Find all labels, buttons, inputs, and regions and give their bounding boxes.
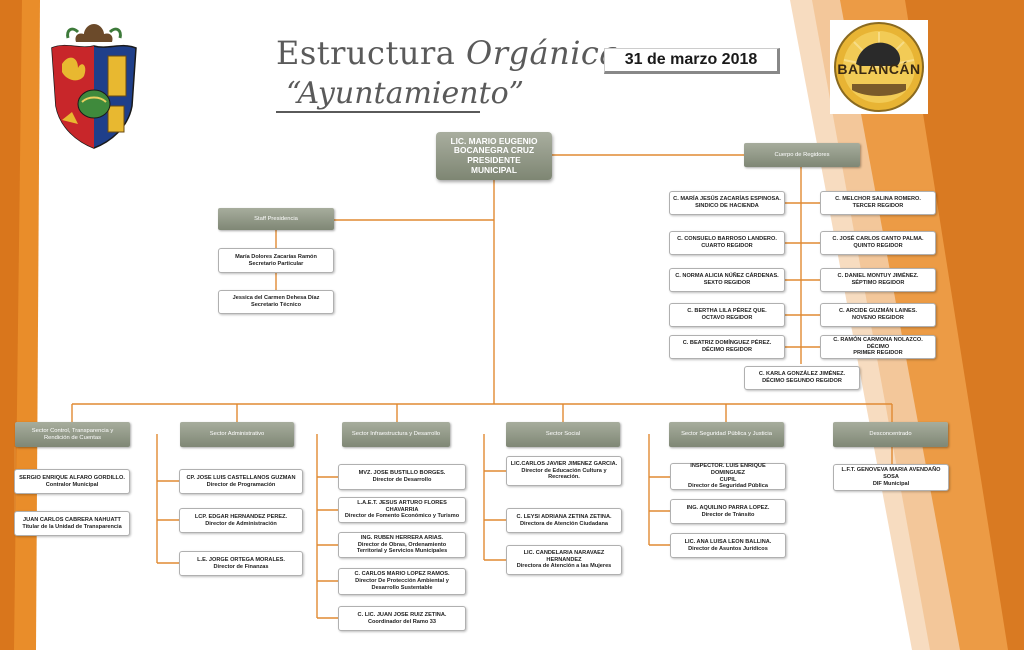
sector-header: Sector Control, Transparencia y Rendició…: [15, 422, 130, 447]
title-part-2: Orgánica:: [465, 34, 631, 72]
logo-text: BALANCÁN: [837, 61, 921, 77]
title-underline: [276, 111, 480, 113]
regidor-node: C. BEATRIZ DOMÍNGUEZ PÉREZ. DÉCIMO REGID…: [669, 335, 785, 359]
sector-node: C. CARLOS MARIO LOPEZ RAMOS. Director De…: [338, 568, 466, 595]
staff-header: Staff Presidencia: [218, 208, 334, 230]
regidor-node: C. MARÍA JESÚS ZACARÍAS ESPINOSA. SINDIC…: [669, 191, 785, 215]
right-dark-band: [905, 0, 1024, 650]
sector-node: INSPECTOR. LUIS ENRIQUE DOMINGUEZ CUPIL …: [670, 463, 786, 490]
regidor-node: C. BERTHA LILA PÉREZ QUE. OCTAVO REGIDOR: [669, 303, 785, 327]
sector-node: LIC.CARLOS JAVIER JIMENEZ GARCIA. Direct…: [506, 456, 622, 486]
sector-node: JUAN CARLOS CABRERA NAHUATT Titular de l…: [14, 511, 130, 536]
sector-node: LIC. ANA LUISA LEON BALLINA. Director de…: [670, 533, 786, 558]
regidor-node: C. RAMÓN CARMONA NOLAZCO. DÉCIMO PRIMER …: [820, 335, 936, 359]
sector-node: ING. AQUILINO PARRA LOPEZ. Director de T…: [670, 499, 786, 524]
sector-header: Sector Social: [506, 422, 620, 447]
regidor-node: C. JOSÉ CARLOS CANTO PALMA. QUINTO REGID…: [820, 231, 936, 255]
president-node: LIC. MARIO EUGENIO BOCANEGRA CRUZ PRESID…: [436, 132, 552, 180]
left-dark-band: [0, 0, 22, 650]
sector-node: L.A.E.T. JESUS ARTURO FLORES CHAVARRIA D…: [338, 497, 466, 523]
staff-node: Jessica del Carmen Dehesa Díaz Secretari…: [218, 290, 334, 314]
sector-header: Desconcentrado: [833, 422, 948, 447]
coat-of-arms-icon: [51, 24, 137, 149]
regidor-node: C. CONSUELO BARROSO LANDERO. CUARTO REGI…: [669, 231, 785, 255]
sector-node: MVZ. JOSE BUSTILLO BORGES. Director de D…: [338, 464, 466, 490]
sector-header: Sector Infraestructura y Desarrollo: [342, 422, 450, 447]
sector-node: ING. RUBEN HERRERA ARIAS. Director de Ob…: [338, 532, 466, 558]
regidores-header: Cuerpo de Regidores: [744, 143, 860, 167]
date-label: 31 de marzo 2018: [604, 48, 780, 74]
regidor-node: C. MELCHOR SALINA ROMERO. TERCER REGIDOR: [820, 191, 936, 215]
regidor-node: C. ARCIDE GUZMÁN LAINES. NOVENO REGIDOR: [820, 303, 936, 327]
sector-node: C. LIC. JUAN JOSE RUIZ ZETINA. Coordinad…: [338, 606, 466, 631]
regidor-node: C. DANIEL MONTUY JIMÉNEZ. SÉPTIMO REGIDO…: [820, 268, 936, 292]
sector-header: Sector Seguridad Pública y Justicia: [669, 422, 784, 447]
sector-node: L.F.T. GENOVEVA MARIA AVENDAÑO SOSA DIF …: [833, 464, 949, 491]
sector-node: SERGIO ENRIQUE ALFARO GORDILLO. Contralo…: [14, 469, 130, 494]
page-title: Estructura Orgánica:: [276, 34, 630, 72]
sector-node: C. LEYSI ADRIANA ZETINA ZETINA. Director…: [506, 508, 622, 533]
title-part-1: Estructura: [276, 34, 466, 72]
sector-node: L.E. JORGE ORTEGA MORALES. Director de F…: [179, 551, 303, 576]
staff-node: María Dolores Zacarías Ramón Secretario …: [218, 248, 334, 273]
balancan-logo-icon: [830, 20, 928, 114]
page-subtitle: “Ayuntamiento”: [286, 76, 525, 111]
sector-node: CP. JOSE LUIS CASTELLANOS GUZMAN Directo…: [179, 469, 303, 494]
sector-node: LIC. CANDELARIA NARAVAEZ HERNANDEZ Direc…: [506, 545, 622, 575]
sector-node: LCP. EDGAR HERNANDEZ PEREZ. Director de …: [179, 508, 303, 533]
regidor-node: C. NORMA ALICIA NÚÑEZ CÁRDENAS. SEXTO RE…: [669, 268, 785, 292]
sector-header: Sector Administrativo: [180, 422, 294, 447]
regidor-node: C. KARLA GONZÁLEZ JIMÉNEZ. DÉCIMO SEGUND…: [744, 366, 860, 390]
